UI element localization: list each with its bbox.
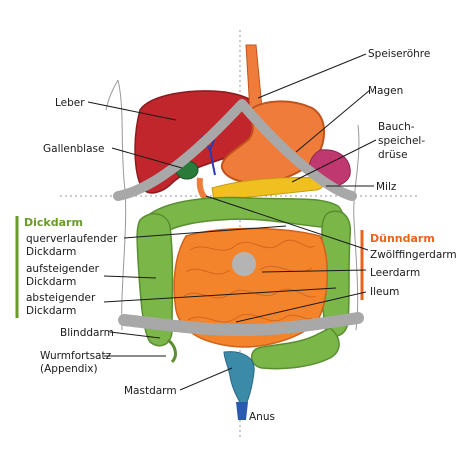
group-label-dickdarm: Dickdarm	[24, 216, 83, 229]
ribcage-arch	[113, 99, 357, 201]
label-wurmfortsatz-2: (Appendix)	[40, 363, 98, 375]
label-bauchspeicheldruese-3: drüse	[378, 149, 408, 161]
label-absteigender-2: Dickdarm	[26, 305, 76, 317]
label-mastdarm: Mastdarm	[124, 385, 177, 397]
pancreas	[211, 176, 325, 201]
colon	[136, 196, 352, 370]
label-absteigender-1: absteigender	[26, 292, 96, 304]
leader-lines	[87, 53, 377, 391]
label-leber: Leber	[55, 97, 85, 109]
label-blinddarm: Blinddarm	[60, 327, 114, 339]
label-wurmfortsatz-1: Wurmfortsatz	[40, 350, 112, 362]
appendix	[167, 338, 177, 364]
label-querverlaufender-1: querverlaufender	[26, 233, 118, 245]
pelvis	[118, 312, 364, 337]
label-ileum: Ileum	[370, 286, 399, 298]
small-intestine	[173, 227, 328, 348]
label-aufsteigender-2: Dickdarm	[26, 276, 76, 288]
navel	[232, 252, 256, 276]
anus	[236, 402, 248, 420]
label-leerdarm: Leerdarm	[370, 267, 420, 279]
label-bauchspeicheldruese-2: speichel-	[378, 135, 425, 147]
label-milz: Milz	[376, 181, 397, 193]
label-anus: Anus	[249, 411, 275, 423]
label-zwoelffingerdarm: Zwölffingerdarm	[370, 249, 457, 261]
label-magen: Magen	[368, 85, 403, 97]
label-querverlaufender-2: Dickdarm	[26, 246, 76, 258]
label-speiseroehre: Speiseröhre	[368, 48, 430, 60]
label-aufsteigender-1: aufsteigender	[26, 263, 100, 275]
label-bauchspeicheldruese-1: Bauch-	[378, 121, 415, 133]
group-label-duenndarm: Dünndarm	[370, 232, 435, 245]
rectum	[223, 351, 255, 412]
label-gallenblase: Gallenblase	[43, 143, 104, 155]
